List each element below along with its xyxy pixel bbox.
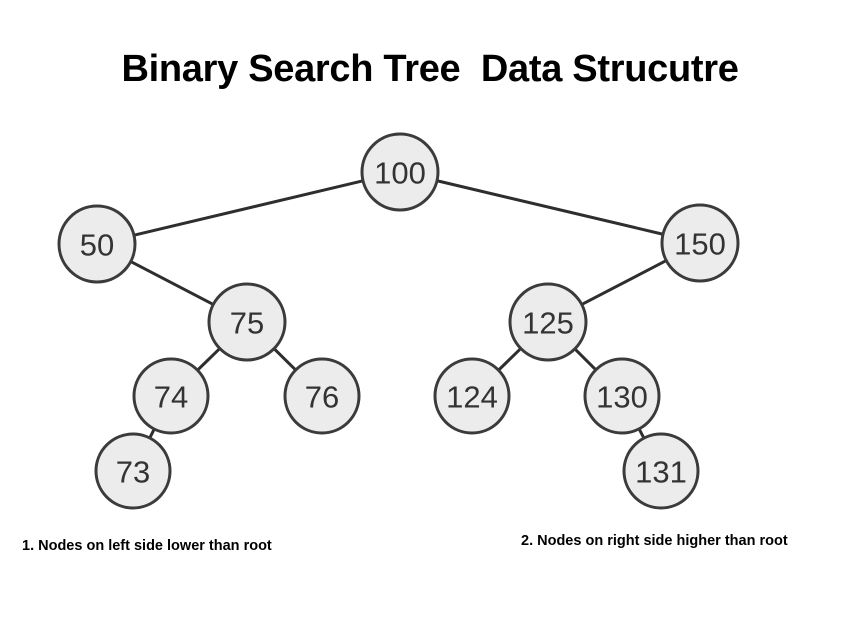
tree-node-76[interactable]: 76 [283,357,361,435]
node-label-76: 76 [305,380,339,415]
tree-node-131[interactable]: 131 [622,432,700,510]
tree-edge-75-76 [271,346,298,373]
node-label-74: 74 [154,380,188,415]
caption-right-rule: 2. Nodes on right side higher than root [521,533,788,549]
node-label-50: 50 [80,228,114,263]
node-circle-73[interactable] [94,432,172,510]
tree-edge-100-50 [131,179,366,237]
node-circle-130[interactable] [583,357,661,435]
tree-node-50[interactable]: 50 [57,204,137,284]
node-label-75: 75 [230,306,264,341]
tree-node-150[interactable]: 150 [660,203,740,283]
tree-node-125[interactable]: 125 [508,282,588,362]
node-label-73: 73 [116,455,150,490]
tree-edges [128,179,669,441]
node-circle-125[interactable] [508,282,588,362]
tree-node-100[interactable]: 100 [360,132,440,212]
tree-edge-100-150 [434,179,666,236]
node-label-124: 124 [446,380,498,415]
caption-left-rule: 1. Nodes on left side lower than root [22,538,272,554]
tree-edge-75-74 [195,346,222,373]
node-circle-150[interactable] [660,203,740,283]
node-circle-124[interactable] [433,357,511,435]
tree-edge-125-130 [572,346,599,373]
node-label-100: 100 [374,156,426,191]
tree-nodes: 100 50 150 75 125 74 76 124 130 73 131 [57,132,740,510]
tree-edge-150-125 [579,258,669,307]
node-circle-76[interactable] [283,357,361,435]
node-circle-74[interactable] [132,357,210,435]
tree-node-130[interactable]: 130 [583,357,661,435]
node-circle-100[interactable] [360,132,440,212]
node-circle-75[interactable] [207,282,287,362]
node-label-125: 125 [522,306,574,341]
node-circle-50[interactable] [57,204,137,284]
tree-edge-50-75 [128,259,216,307]
tree-node-74[interactable]: 74 [132,357,210,435]
tree-node-75[interactable]: 75 [207,282,287,362]
tree-edge-125-124 [496,346,523,373]
node-label-150: 150 [674,227,726,262]
tree-node-124[interactable]: 124 [433,357,511,435]
tree-node-73[interactable]: 73 [94,432,172,510]
node-circle-131[interactable] [622,432,700,510]
node-label-131: 131 [635,455,687,490]
node-label-130: 130 [596,380,648,415]
page-title: Binary Search Tree Data Strucutre [121,48,739,90]
